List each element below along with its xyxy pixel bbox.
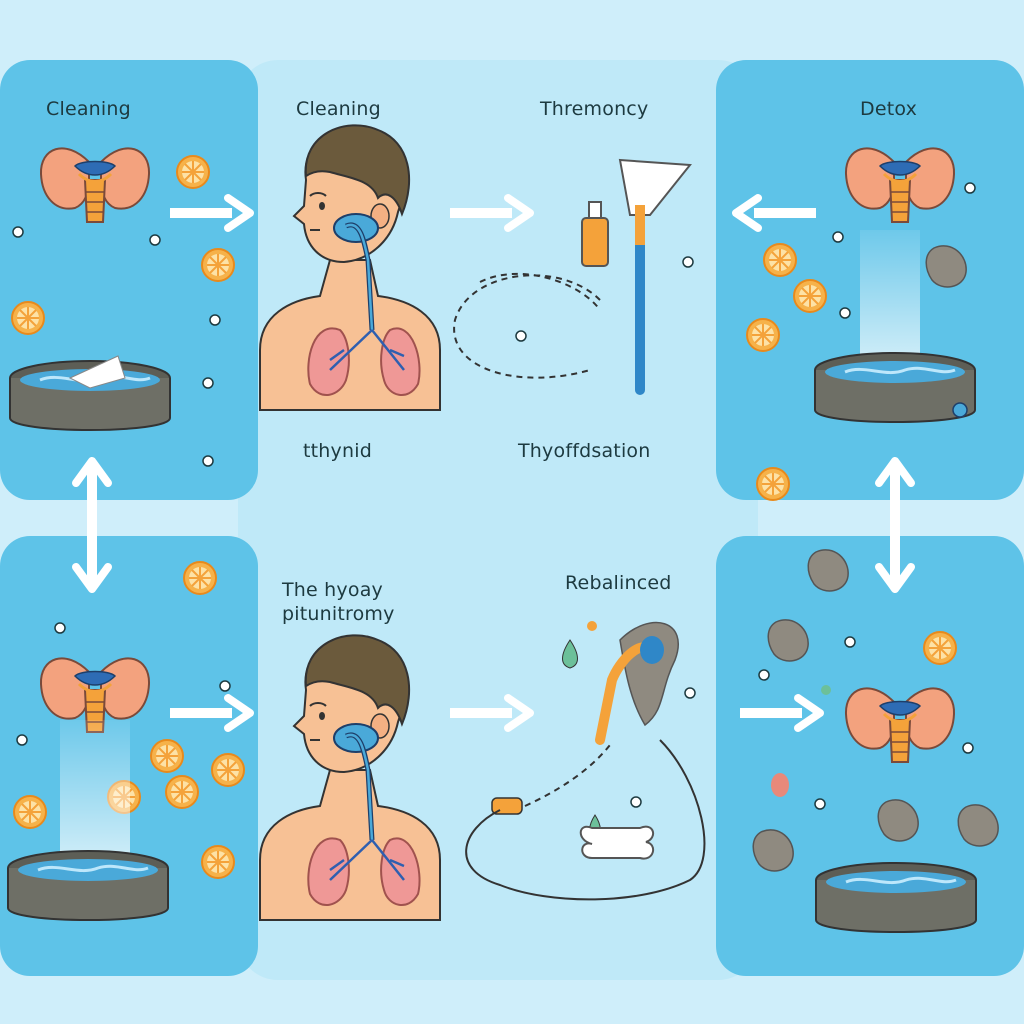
label-detox: Detox bbox=[860, 98, 918, 120]
drop-icon bbox=[562, 639, 578, 669]
bubble-icon bbox=[630, 796, 642, 808]
water-bowl-icon bbox=[6, 849, 170, 922]
orange-slice-icon bbox=[201, 845, 235, 879]
sparkle-icon bbox=[149, 234, 161, 246]
bubble-icon bbox=[16, 734, 28, 746]
rock-icon bbox=[771, 773, 789, 797]
mist-spray bbox=[60, 720, 130, 870]
bubble-icon bbox=[209, 314, 221, 326]
orange-slice-icon bbox=[201, 248, 235, 282]
mist-spray bbox=[860, 230, 920, 370]
bubble-icon bbox=[202, 455, 214, 467]
bubble-icon bbox=[54, 622, 66, 634]
cycle-arrows-icon bbox=[453, 273, 601, 379]
brush-head bbox=[618, 158, 692, 216]
water-bowl-icon bbox=[814, 861, 978, 934]
bubble-icon bbox=[12, 226, 24, 238]
bubble-icon bbox=[832, 231, 844, 243]
orange-slice-icon bbox=[11, 301, 45, 335]
dot-icon bbox=[821, 685, 831, 695]
orange-slice-icon bbox=[923, 631, 957, 665]
bubble-icon bbox=[962, 742, 974, 754]
label-rebalinced: Rebalinced bbox=[565, 572, 672, 594]
bubble-icon bbox=[202, 377, 214, 389]
cloth-icon bbox=[68, 355, 126, 389]
cycle-arrows-icon bbox=[465, 739, 706, 901]
brush-handle bbox=[635, 205, 645, 245]
orange-slice-icon bbox=[746, 318, 780, 352]
bubble-icon bbox=[758, 669, 770, 681]
orange-slice-icon bbox=[13, 795, 47, 829]
drain-icon bbox=[952, 402, 968, 418]
bubble-icon bbox=[219, 680, 231, 692]
label-thremoncy: Thremoncy bbox=[540, 98, 649, 120]
label-tthynid: tthynid bbox=[303, 440, 372, 462]
bubble-icon bbox=[844, 636, 856, 648]
orange-slice-icon bbox=[150, 739, 184, 773]
bone-icon bbox=[579, 825, 655, 860]
water-bowl-icon bbox=[813, 351, 977, 424]
label-thyoffdsation: Thyoffdsation bbox=[518, 440, 651, 462]
bubble-icon bbox=[839, 307, 851, 319]
bubble-icon bbox=[682, 256, 694, 268]
orange-slice-icon bbox=[183, 561, 217, 595]
orange-slice-icon bbox=[165, 775, 199, 809]
orange-slice-icon bbox=[793, 279, 827, 313]
label-the-hyoay: The hyoay pitunitromy bbox=[282, 579, 395, 625]
label-cleaning-left: Cleaning bbox=[46, 98, 131, 120]
brush-head bbox=[640, 636, 664, 664]
bubble-icon bbox=[515, 330, 527, 342]
bottle-cap bbox=[588, 201, 602, 219]
bubble-icon bbox=[964, 182, 976, 194]
orange-slice-icon bbox=[211, 753, 245, 787]
bubble-icon bbox=[814, 798, 826, 810]
orange-slice-icon bbox=[763, 243, 797, 277]
label-cleaning-center: Cleaning bbox=[296, 98, 381, 120]
bubble-icon bbox=[684, 687, 696, 699]
dot-icon bbox=[587, 621, 597, 631]
bottle-icon bbox=[581, 217, 609, 267]
orange-slice-icon bbox=[176, 155, 210, 189]
orange-slice-icon bbox=[756, 467, 790, 501]
